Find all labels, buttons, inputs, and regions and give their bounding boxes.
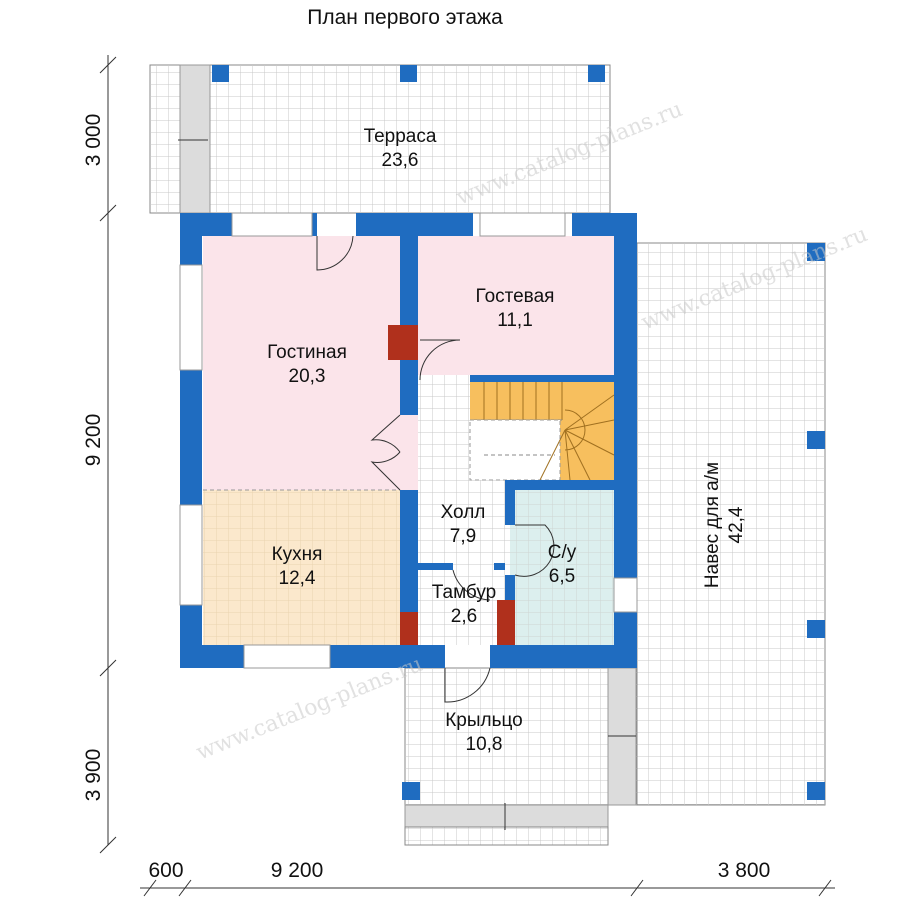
- room-area: 42,4: [726, 506, 747, 543]
- room-name: Терраса: [364, 126, 437, 147]
- plan-title: План первого этажа: [307, 6, 503, 29]
- room-area: 6,5: [549, 566, 575, 587]
- room-name: Гостевая: [476, 286, 555, 307]
- room-area: 2,6: [451, 606, 477, 627]
- guest-room: [418, 236, 614, 375]
- walls: [179, 212, 638, 669]
- room-name: Кухня: [272, 544, 323, 565]
- room-name: Холл: [441, 502, 486, 523]
- room-area: 23,6: [382, 150, 419, 171]
- terrace: [149, 64, 611, 214]
- dim-left-terrace: 3 000: [82, 114, 105, 167]
- room-area: 11,1: [497, 310, 533, 331]
- dim-bottom-carport: 3 800: [718, 859, 771, 882]
- doors: [316, 235, 555, 703]
- porch: [402, 667, 638, 846]
- room-name: Тамбур: [432, 582, 497, 603]
- carport: [636, 242, 826, 806]
- room-area: 12,4: [279, 568, 316, 589]
- svg-text:www.catalog-plans.ru: www.catalog-plans.ru: [193, 652, 426, 766]
- room-labels: Терраса 23,6 Гостиная 20,3 Гостевая 11,1…: [267, 126, 747, 755]
- room-name: С/у: [548, 542, 577, 563]
- room-area: 20,3: [289, 366, 326, 387]
- dim-left-porch: 3 900: [82, 749, 105, 802]
- room-name: Гостиная: [267, 342, 347, 363]
- fireplace: [388, 325, 418, 360]
- dimension-lines: [99, 55, 835, 897]
- room-area: 10,8: [466, 734, 503, 755]
- dim-left-house: 9 200: [82, 414, 105, 467]
- room-area: 7,9: [450, 526, 476, 547]
- living-room: [203, 236, 400, 490]
- room-name: Крыльцо: [445, 710, 523, 731]
- room-name: Навес для а/м: [702, 462, 723, 588]
- dim-bottom-house: 9 200: [271, 859, 324, 882]
- dim-bottom-600: 600: [148, 859, 183, 882]
